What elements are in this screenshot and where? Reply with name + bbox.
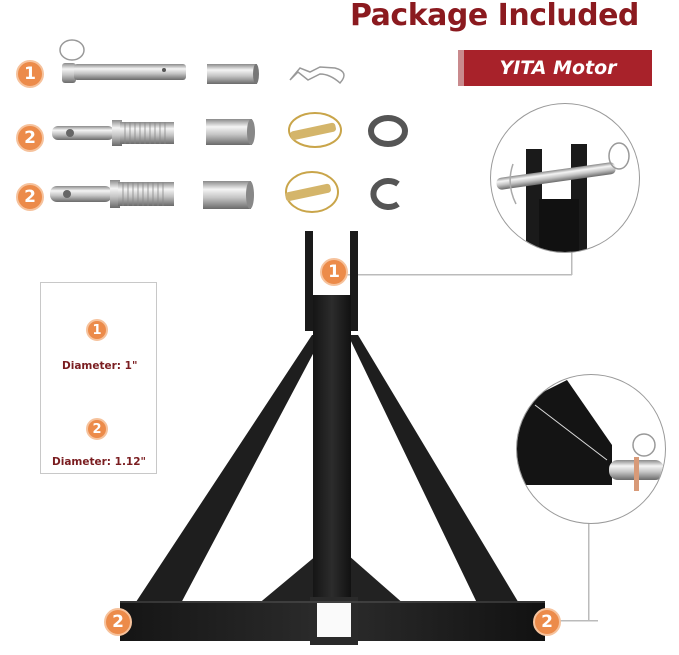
frame-left-badge: 2	[104, 608, 132, 636]
frame-top-badge: 1	[320, 258, 348, 286]
bushing-1-badge: 1	[86, 319, 108, 341]
clevis-pin-icon	[59, 39, 186, 83]
frame-right-badge: 2	[533, 608, 561, 636]
r-clip-icon	[289, 66, 345, 85]
top-clevis-detail	[490, 103, 640, 253]
clevis-detail-icon	[496, 142, 630, 252]
side-pin-detail	[516, 374, 666, 524]
three-point-hitch-frame-icon	[120, 231, 545, 645]
brand-name: YITA Motor	[499, 57, 617, 79]
bushing-icon	[207, 64, 257, 84]
row-1-badge: 1	[16, 60, 44, 88]
split-washer-icon	[368, 115, 408, 147]
page-title: Package Included	[350, 0, 639, 33]
linch-pin-icon	[285, 171, 339, 213]
threaded-pin-icon	[52, 120, 174, 146]
linch-pin-icon	[288, 112, 342, 148]
bushing-1-diameter: Diameter: 1"	[62, 360, 138, 372]
row-3-badge: 2	[16, 183, 44, 211]
bushing-icon	[206, 119, 252, 145]
bushing-diameter-inset	[40, 282, 157, 474]
bushing-2-diameter: Diameter: 1.12"	[52, 456, 147, 468]
bushing-icon	[203, 181, 251, 209]
split-washer-icon	[370, 178, 400, 210]
threaded-pin-icon	[50, 180, 174, 208]
bushing-2-badge: 2	[86, 418, 108, 440]
brand-logo: YITA Motor	[458, 50, 652, 86]
side-pin-detail-icon	[517, 380, 664, 491]
row-2-badge: 2	[16, 124, 44, 152]
